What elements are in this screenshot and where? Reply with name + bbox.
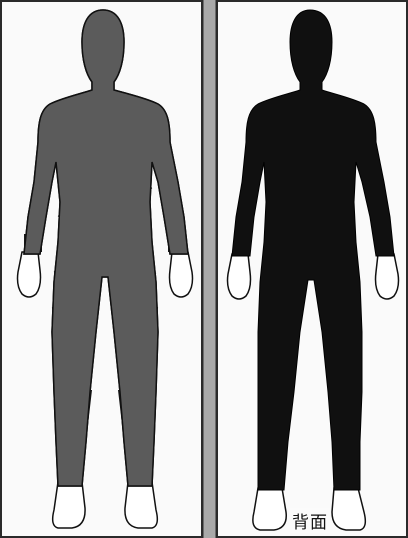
back-left-hand bbox=[228, 254, 251, 299]
front-right-foot bbox=[125, 482, 157, 528]
front-left-foot bbox=[53, 482, 85, 528]
back-left-foot bbox=[253, 488, 286, 530]
front-left-hand bbox=[18, 252, 41, 297]
back-suit-body bbox=[232, 10, 394, 490]
front-view-panel bbox=[0, 0, 203, 538]
front-right-hand bbox=[170, 252, 193, 297]
back-view-panel: 背面 bbox=[216, 0, 408, 538]
back-right-hand bbox=[376, 254, 399, 299]
back-view-label: 背面 bbox=[290, 508, 330, 533]
back-right-foot bbox=[332, 488, 365, 530]
front-figure-illustration bbox=[2, 2, 203, 538]
back-figure-illustration bbox=[218, 2, 408, 538]
panel-divider bbox=[203, 0, 216, 538]
